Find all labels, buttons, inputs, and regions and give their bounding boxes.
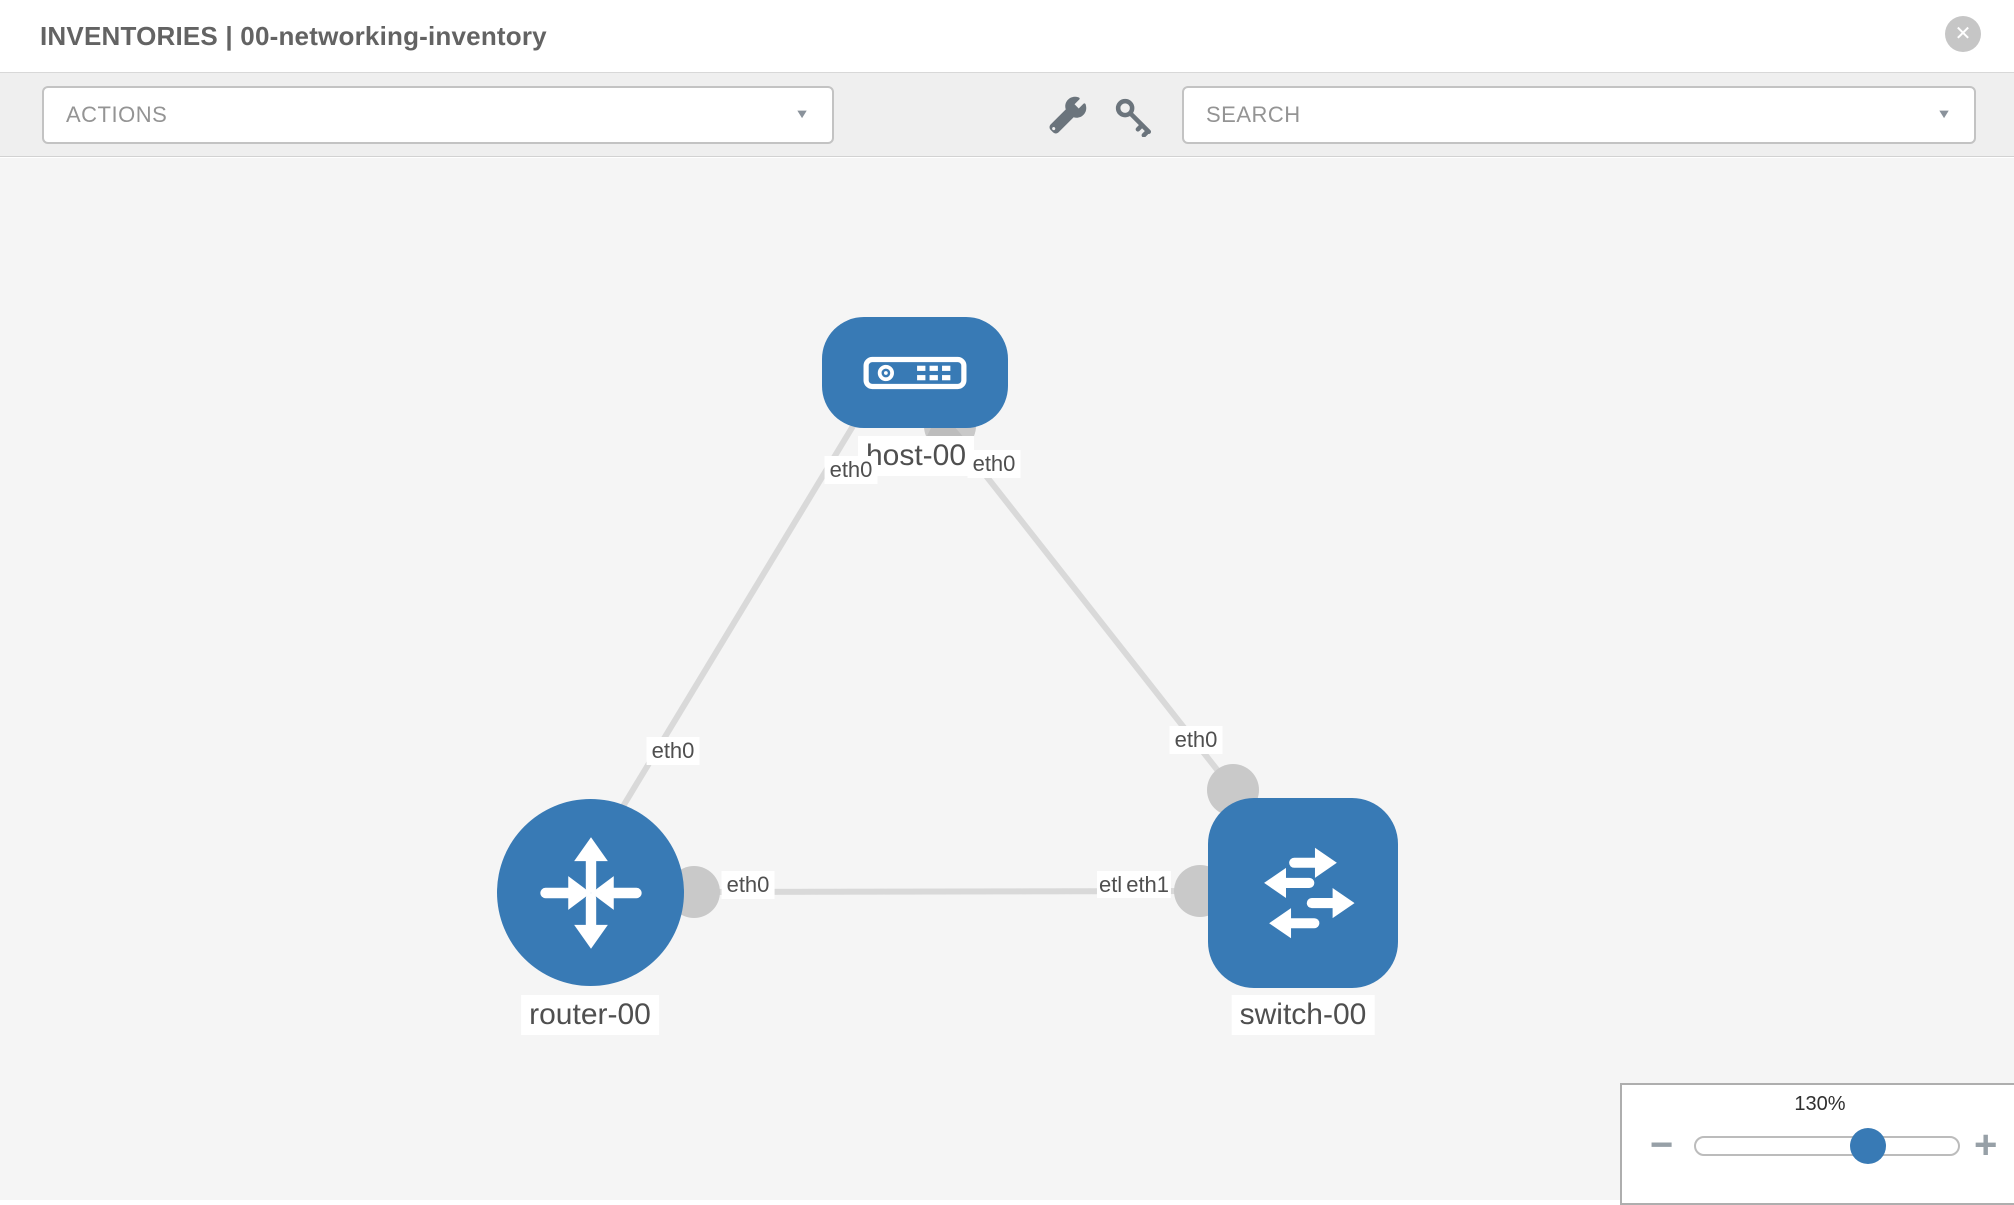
search-placeholder: SEARCH bbox=[1206, 102, 1301, 127]
iface-label-switch-eth0-top: eth0 bbox=[1169, 726, 1223, 754]
node-host-00[interactable] bbox=[822, 317, 1008, 428]
close-icon[interactable]: ✕ bbox=[1945, 16, 1981, 52]
node-router-00[interactable] bbox=[497, 799, 684, 986]
header: INVENTORIES | 00-networking-inventory ✕ bbox=[0, 0, 2014, 72]
node-label-router: router-00 bbox=[521, 995, 659, 1035]
router-icon bbox=[539, 836, 642, 949]
zoom-out-button[interactable]: − bbox=[1650, 1123, 1674, 1167]
topology-canvas[interactable]: host-00 router-00 switch-00 eth0 eth0 et… bbox=[0, 158, 2014, 1200]
iface-label-overlap-fragment: etl bbox=[1096, 871, 1125, 898]
zoom-panel: 130% − + bbox=[1620, 1083, 2014, 1205]
zoom-slider-track[interactable] bbox=[1694, 1136, 1960, 1156]
actions-dropdown[interactable]: ACTIONS ▼ bbox=[42, 86, 834, 144]
chevron-down-icon: ▼ bbox=[1936, 107, 1952, 122]
links-layer bbox=[619, 400, 1259, 918]
actions-dropdown-label: ACTIONS bbox=[66, 102, 168, 127]
iface-label-eth1-text: eth1 bbox=[1124, 871, 1172, 898]
zoom-in-button[interactable]: + bbox=[1974, 1123, 1998, 1167]
toolbar: ACTIONS ▼ SEARCH ▼ bbox=[0, 72, 2014, 157]
zoom-slider-handle[interactable] bbox=[1850, 1128, 1886, 1164]
iface-label-router-eth0-mid: eth0 bbox=[721, 871, 775, 899]
iface-label-host-eth0-left: eth0 bbox=[824, 456, 878, 484]
chevron-down-icon: ▼ bbox=[794, 107, 810, 122]
key-icon[interactable] bbox=[1112, 95, 1154, 138]
iface-label-host-eth0-right: eth0 bbox=[967, 450, 1021, 478]
switch-icon bbox=[1264, 847, 1355, 939]
wrench-icon[interactable] bbox=[1046, 95, 1088, 137]
page-title: INVENTORIES | 00-networking-inventory bbox=[40, 21, 547, 51]
host-icon bbox=[863, 356, 967, 389]
node-label-switch: switch-00 bbox=[1231, 995, 1375, 1035]
search-dropdown[interactable]: SEARCH ▼ bbox=[1182, 86, 1976, 144]
zoom-level-value: 130% bbox=[1794, 1093, 1846, 1115]
node-switch-00[interactable] bbox=[1208, 798, 1398, 988]
iface-label-router-eth0-top: eth0 bbox=[646, 737, 700, 765]
